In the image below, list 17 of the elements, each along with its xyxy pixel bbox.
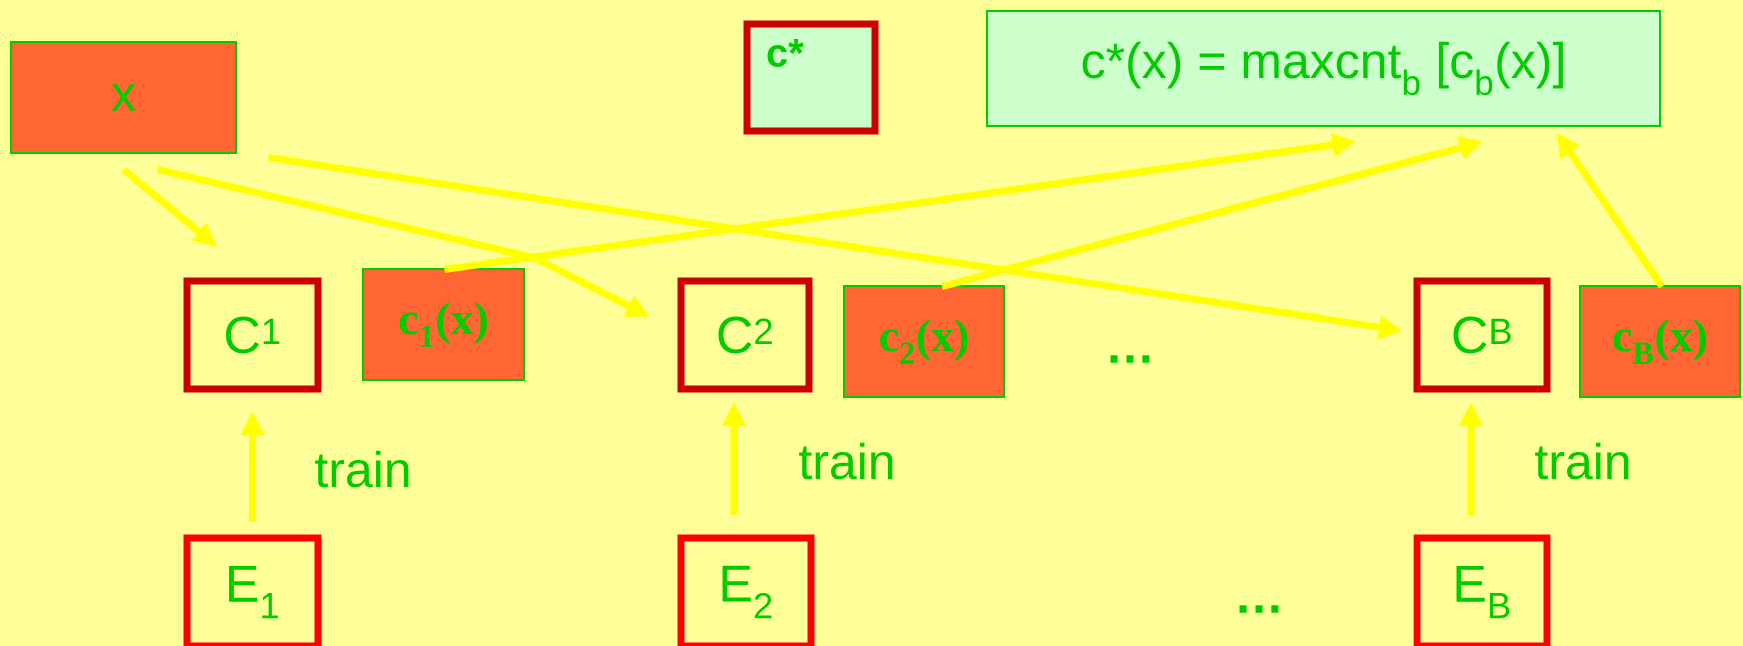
training-set-box: E$_{B}$ (1413, 534, 1551, 646)
training-set-box: E$_{2}$ (677, 534, 815, 646)
input-box: x (10, 41, 237, 154)
result-box: c* (743, 20, 879, 135)
formula-box: c*(x) = maxcnt$_{b}$ [c$_{b}$(x)] (986, 10, 1661, 127)
output-box: c$_{2}$(x) (843, 285, 1005, 398)
edge-label: train (315, 450, 409, 488)
ellipsis: … (1110, 355, 1150, 363)
classifier-box: C$^{B}$ (1413, 277, 1551, 393)
training-set-box: E$_{1}$ (183, 534, 322, 646)
output-box: c$_{1}$(x) (362, 268, 525, 381)
edge-label: train (1535, 442, 1629, 480)
classifier-box: C$^{1}$ (183, 277, 322, 393)
classifier-box: C$^{2}$ (677, 277, 813, 393)
edge-label: train (799, 442, 893, 480)
output-box: c$_{B}$(x) (1579, 285, 1741, 398)
ellipsis: … (1239, 605, 1279, 613)
